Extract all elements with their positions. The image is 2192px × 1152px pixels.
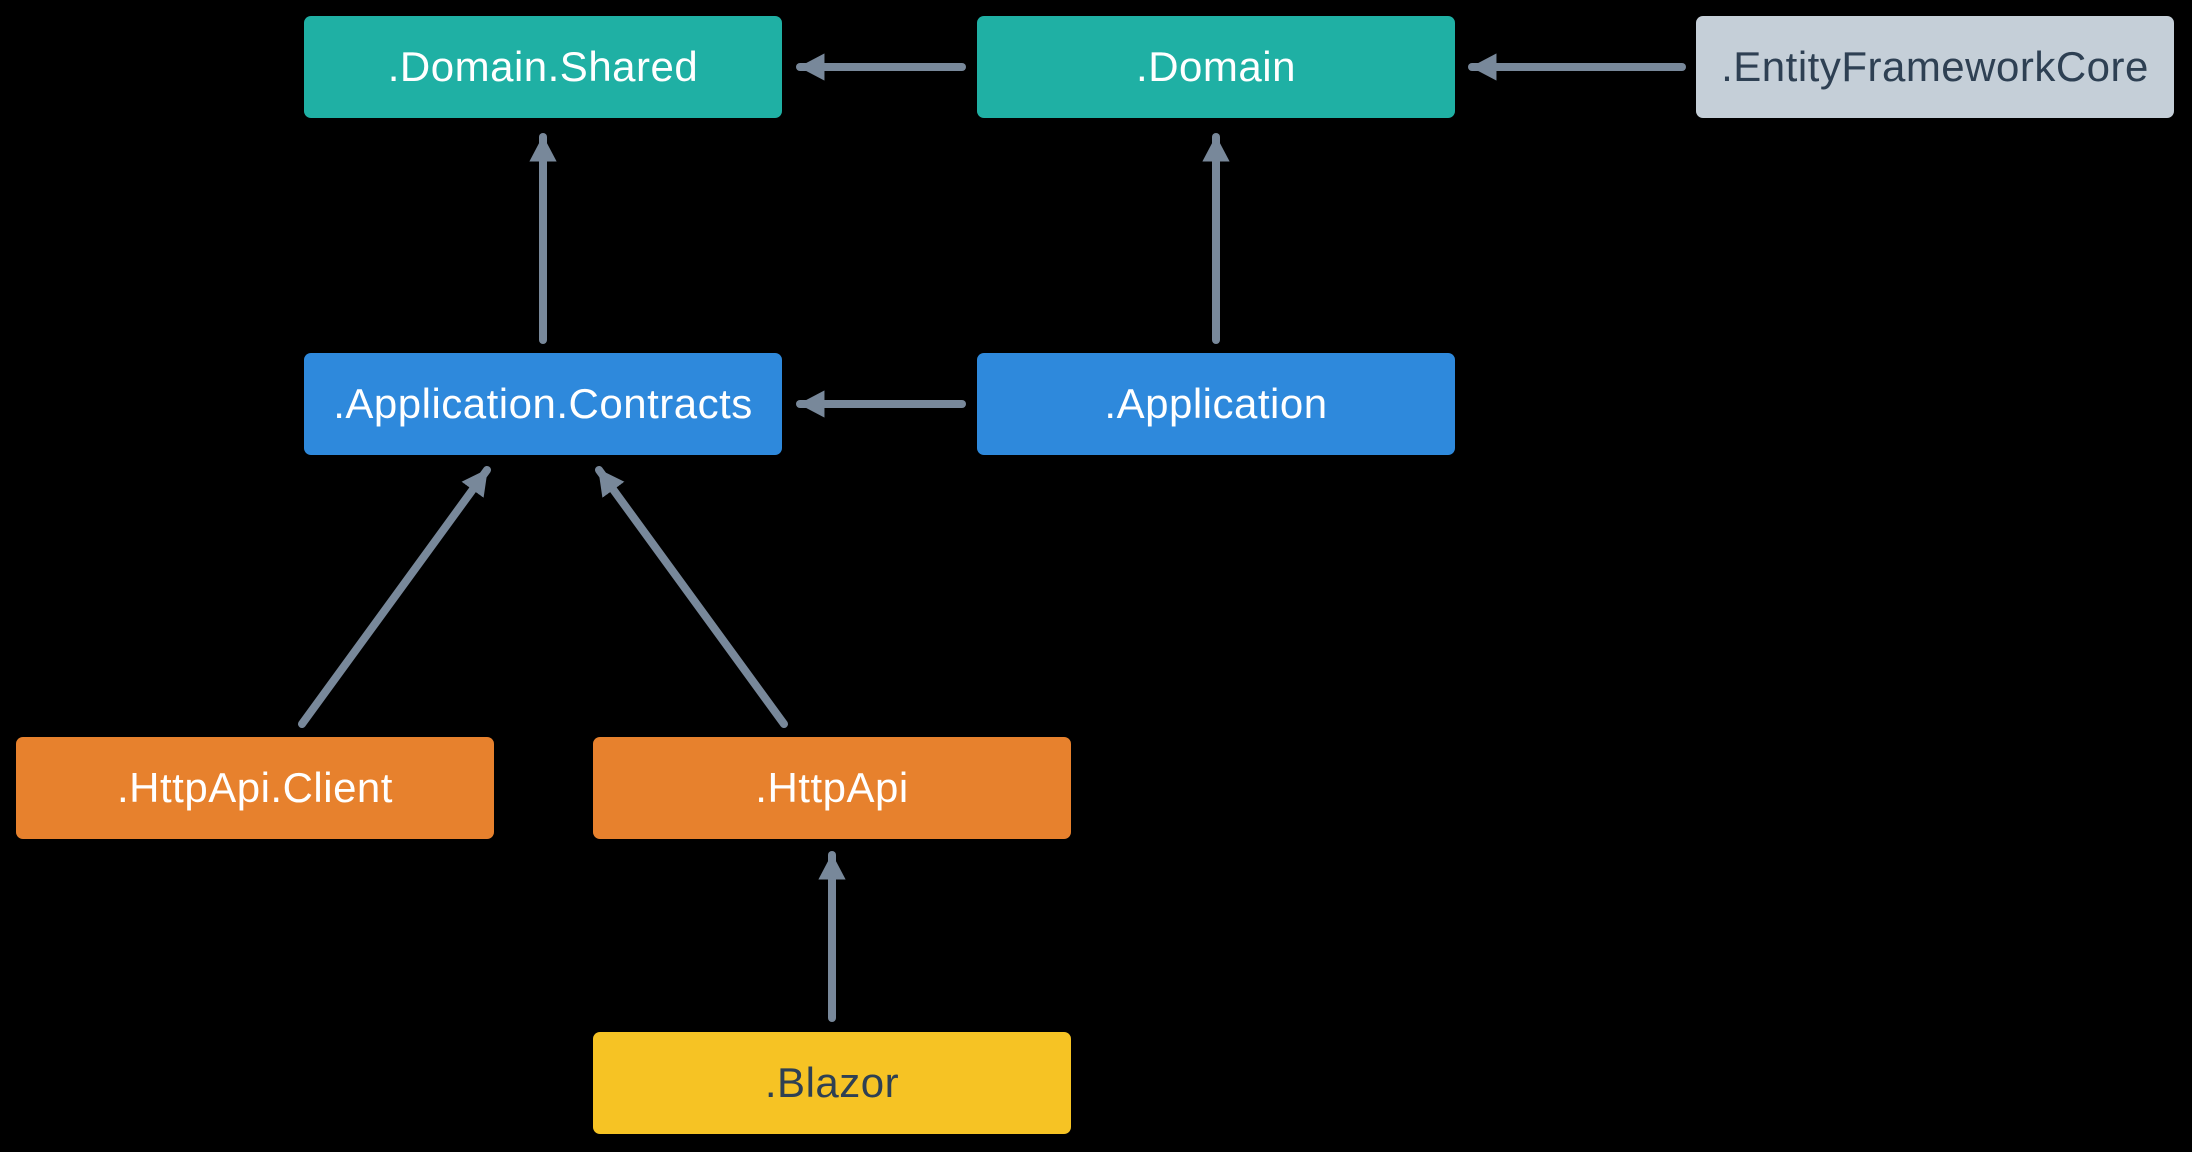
node-application-label: .Application: [1104, 380, 1328, 427]
node-application: .Application: [977, 353, 1455, 455]
node-application-contracts-label: .Application.Contracts: [333, 380, 753, 427]
edge-httpapi-client-to-application-contracts: [298, 466, 491, 728]
node-httpapi-client: .HttpApi.Client: [16, 737, 494, 839]
edge-httpapi-to-application-contracts: [595, 466, 788, 728]
node-blazor-label: .Blazor: [764, 1059, 900, 1106]
node-domain-shared: .Domain.Shared: [304, 16, 782, 118]
node-entityframeworkcore: .EntityFrameworkCore: [1696, 16, 2174, 118]
node-entityframeworkcore-label: .EntityFrameworkCore: [1721, 43, 2149, 90]
node-application-contracts: .Application.Contracts: [304, 353, 782, 455]
node-domain: .Domain: [977, 16, 1455, 118]
node-httpapi-label: .HttpApi: [755, 764, 909, 811]
node-domain-shared-label: .Domain.Shared: [387, 43, 699, 90]
node-blazor: .Blazor: [593, 1032, 1071, 1134]
node-domain-label: .Domain: [1136, 43, 1296, 90]
node-httpapi-client-label: .HttpApi.Client: [117, 764, 393, 811]
node-httpapi: .HttpApi: [593, 737, 1071, 839]
